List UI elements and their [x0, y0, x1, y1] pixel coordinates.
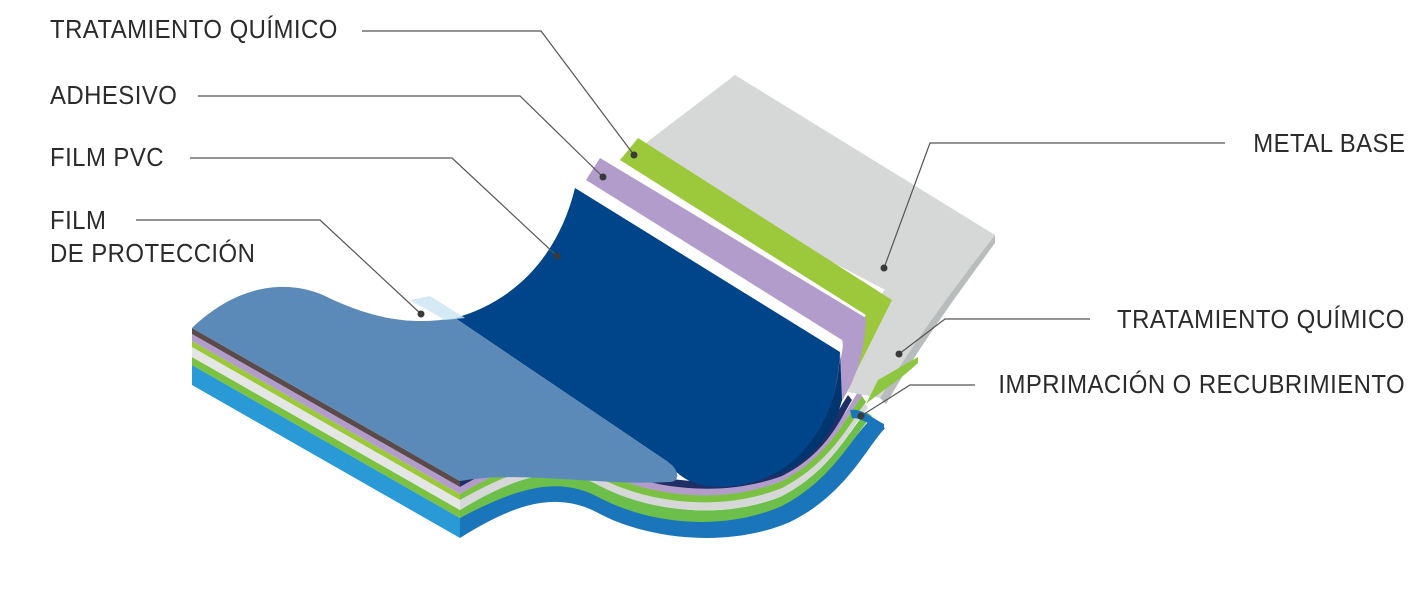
metal-base-sheet-edge: [880, 235, 995, 404]
leader-dots: [417, 151, 903, 420]
edge-metal: [192, 347, 460, 510]
leader-pvc: [190, 157, 558, 257]
dot-protection: [417, 310, 425, 318]
metal-base-sheet: [630, 75, 995, 398]
dot-pvc: [553, 252, 561, 260]
label-protection-film-line2: DE PROTECCIÓN: [50, 238, 256, 268]
leader-lines: [136, 30, 1225, 417]
edge-primer: [192, 365, 460, 538]
wave-primer: [460, 420, 885, 538]
leader-bottom-chemical: [898, 318, 1090, 355]
leader-metal-base: [883, 142, 1225, 269]
protection-film-transparent-edge: [410, 296, 465, 320]
laminate-front-wave: [460, 389, 885, 538]
edge-chemical-bottom: [192, 357, 460, 518]
label-primer-coating: IMPRIMACIÓN O RECUBRIMIENTO: [998, 369, 1405, 399]
label-pvc-film: FILM PVC: [50, 142, 165, 172]
dot-primer: [857, 412, 865, 420]
edge-pvc: [192, 328, 460, 487]
pvc-film-sheet: [455, 188, 840, 487]
label-protection-film-line1: FILM: [50, 205, 107, 235]
leader-top-chemical: [362, 30, 635, 156]
edge-chemical-top: [192, 341, 460, 500]
label-adhesive: ADHESIVO: [50, 80, 178, 110]
dot-bottom-chemical: [895, 350, 903, 358]
laminate-edge-stack: [192, 328, 460, 538]
adhesive-sheet: [586, 158, 866, 418]
dot-adhesive: [599, 173, 607, 181]
leader-protection: [136, 219, 422, 315]
chemical-treatment-top-sheet: [620, 138, 892, 392]
protection-film-sheet: [192, 286, 678, 483]
label-bottom-chemical-treatment: TRATAMIENTO QUÍMICO: [1117, 304, 1405, 334]
label-metal-base: METAL BASE: [1252, 128, 1405, 158]
leader-primer: [860, 384, 975, 417]
dot-top-chemical: [630, 151, 638, 159]
edge-adhesive: [192, 334, 460, 494]
leader-adhesive: [198, 95, 604, 178]
dot-metal-base: [880, 264, 888, 272]
label-top-chemical-treatment: TRATAMIENTO QUÍMICO: [50, 14, 338, 44]
pvc-film-curl-shadow: [770, 352, 842, 476]
chemical-treatment-bottom-sheet: [866, 357, 918, 404]
